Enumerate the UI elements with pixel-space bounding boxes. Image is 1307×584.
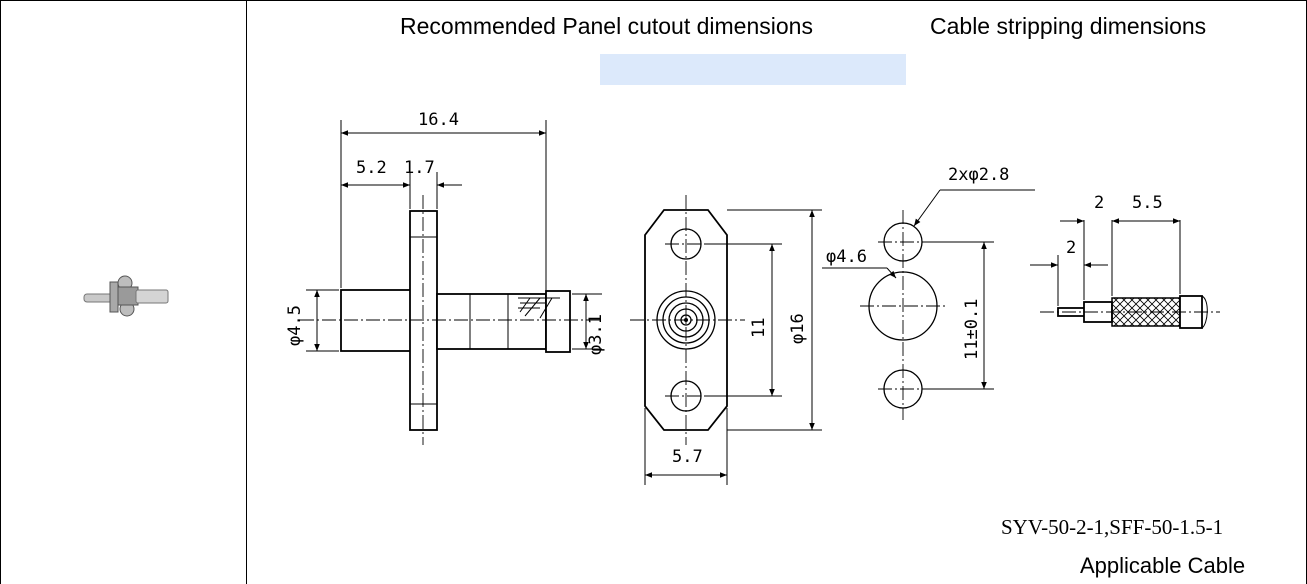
- dim-strip-a: 2: [1094, 193, 1104, 213]
- highlight-bar: [600, 54, 906, 85]
- product-thumbnail: [83, 275, 169, 317]
- applicable-cable-label: Applicable Cable: [1080, 553, 1246, 578]
- dim-mount-holes: 2xφ2.8: [948, 165, 1009, 185]
- dim-front-flange-height: φ16: [788, 313, 808, 344]
- dim-strip-b: 5.5: [1132, 193, 1163, 213]
- side-view-drawing: 16.4 5.2 1.7 φ4.5 φ3.1: [285, 110, 606, 445]
- applicable-cable-types: SYV-50-2-1,SFF-50-1.5-1: [1001, 515, 1224, 539]
- cable-stripping-heading: Cable stripping dimensions: [930, 13, 1207, 39]
- dim-front-width: 5.7: [672, 447, 703, 467]
- dim-body-diameter: φ4.5: [285, 305, 305, 346]
- dim-flange-offset: 5.2: [356, 158, 387, 178]
- dim-overall-length: 16.4: [418, 110, 459, 130]
- dim-strip-c: 2: [1066, 238, 1076, 258]
- dim-front-hole-spacing: 11: [749, 318, 769, 338]
- table-divider: [246, 0, 247, 584]
- table-border-left: [0, 0, 1, 584]
- cable-stripping-drawing: 2 5.5 2: [1030, 193, 1220, 329]
- dim-tail-diameter: φ3.1: [586, 314, 606, 355]
- table-border-top: [0, 0, 1307, 1]
- front-view-drawing: 11 φ16 5.7: [630, 195, 822, 485]
- panel-cutout-drawing: 2xφ2.8 φ4.6 11±0.1: [822, 165, 1035, 420]
- dim-cutout-hole-spacing: 11±0.1: [962, 299, 982, 360]
- dim-flange-thickness: 1.7: [404, 158, 435, 178]
- dim-center-hole: φ4.6: [826, 247, 867, 267]
- panel-cutout-heading: Recommended Panel cutout dimensions: [400, 13, 813, 39]
